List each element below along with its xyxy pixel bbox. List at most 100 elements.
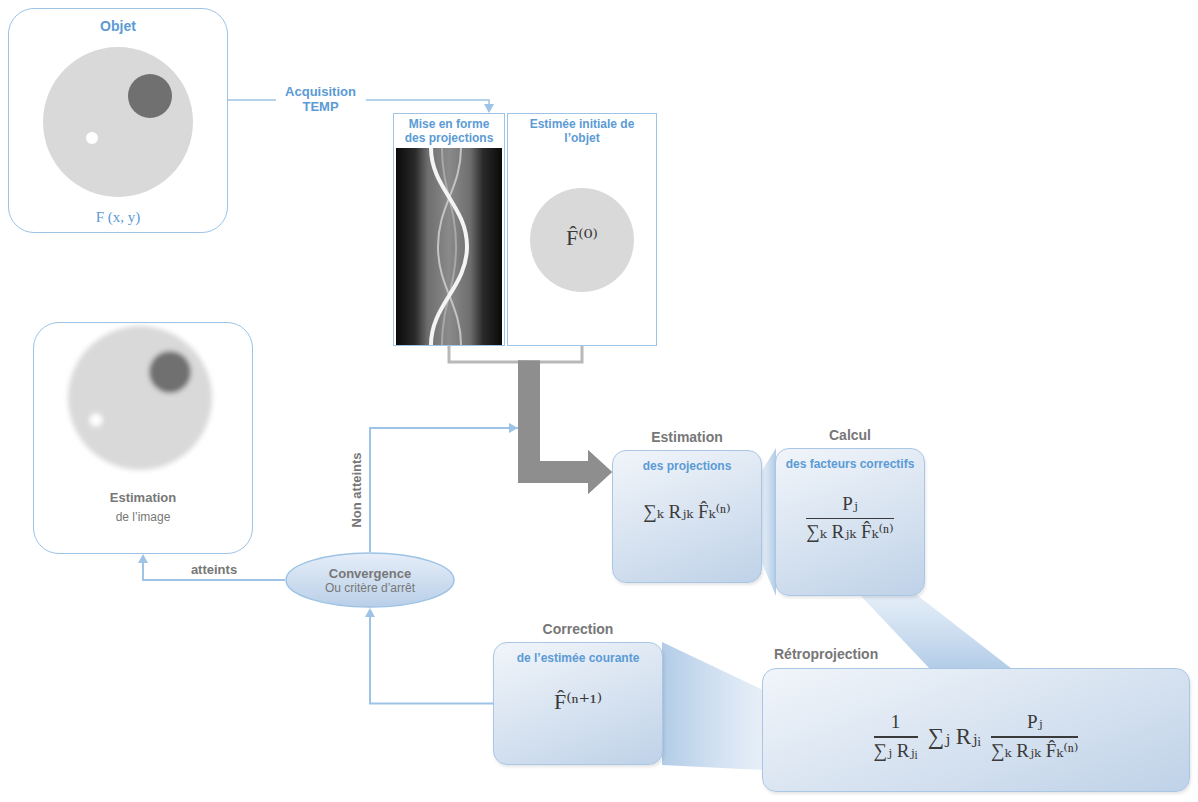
connector-line <box>370 428 610 552</box>
connector <box>761 448 776 596</box>
edge-label-holder: Non atteints <box>347 449 365 530</box>
zoom-fade <box>662 642 763 770</box>
text-slot: 1 ∑ⱼ Rⱼᵢ ∑ⱼ Rⱼᵢ Pⱼ ∑ₖ Rⱼₖ F̂ₖ⁽ⁿ⁾ <box>763 689 1189 785</box>
process-box: Correctionde l’estimée couranteF̂⁽ⁿ⁺¹⁾ <box>493 642 663 765</box>
connector <box>529 346 612 494</box>
arrowhead <box>138 554 148 563</box>
fraction: Pⱼ ∑ₖ Rⱼₖ F̂ₖ⁽ⁿ⁾ <box>806 493 893 544</box>
step-heading: Rétroprojection <box>771 646 881 662</box>
text-slot: F̂⁽⁰⁾ <box>508 225 656 251</box>
arrowhead <box>484 104 494 113</box>
text-slot: Mise en forme des projections <box>394 118 504 146</box>
image-cold-region <box>90 414 103 427</box>
step-subheading: des facteurs correctifs <box>786 458 915 472</box>
formula-denominator: ∑ₖ Rⱼₖ F̂ₖ⁽ⁿ⁾ <box>806 521 893 544</box>
text-slot: Rétroprojection <box>771 645 881 663</box>
main-flow-arrow <box>529 361 590 473</box>
step-heading: Correction <box>540 621 617 637</box>
ellipse-shape <box>286 553 454 607</box>
text-slot: ∑ₖ Rⱼₖ F̂ₖ⁽ⁿ⁾ <box>613 501 761 524</box>
panel-title: Objet <box>100 18 136 34</box>
text-slot: ConvergenceOu critère d’arrêt <box>285 552 455 608</box>
connector <box>370 423 610 552</box>
phantom-disc <box>43 47 193 197</box>
process-box: Calculdes facteurs correctifsPⱼ∑ₖ Rⱼₖ F̂… <box>775 448 925 596</box>
text-slot: Estimée initiale de l’objet <box>508 118 656 146</box>
panel-title: Estimation <box>110 490 176 505</box>
formula-numerator: Pⱼ <box>842 493 858 516</box>
sinogram-trace <box>438 148 461 345</box>
text-slot: Correction <box>494 620 662 638</box>
text-slot: Objet <box>9 17 227 35</box>
fraction-bar <box>806 518 893 520</box>
image-hot-region <box>149 351 191 393</box>
initial-estimate-panel: Estimée initiale de l’objetF̂⁽⁰⁾ <box>507 113 657 346</box>
step-subheading: des projections <box>643 460 732 474</box>
bracket-line <box>449 346 529 362</box>
process-box: Rétroprojection1∑ⱼ Rⱼᵢ∑ⱼ RⱼᵢPⱼ∑ₖ Rⱼₖ F̂ₖ… <box>762 668 1190 792</box>
decision-subtitle: Ou critère d’arrêt <box>325 581 415 595</box>
arrowhead <box>509 423 518 433</box>
object-phantom <box>43 47 193 197</box>
arrowhead <box>365 608 375 617</box>
formula: F̂⁽ⁿ⁺¹⁾ <box>554 689 602 715</box>
formula: ∑ₖ Rⱼₖ F̂ₖ⁽ⁿ⁾ <box>643 501 730 524</box>
arrowhead <box>588 450 612 494</box>
connector <box>138 554 285 580</box>
edge-label-holder: atteints <box>188 560 240 578</box>
result-panel: Estimation de l’image <box>33 322 253 554</box>
text-slot: Pⱼ ∑ₖ Rⱼₖ F̂ₖ⁽ⁿ⁾ <box>776 493 924 544</box>
text-slot: de l’image <box>34 507 252 525</box>
formula-denominator: ∑ₖ Rⱼₖ F̂ₖ⁽ⁿ⁾ <box>991 740 1078 763</box>
zoom-fade <box>761 448 776 596</box>
panel-title: Estimée initiale de l’objet <box>511 118 653 146</box>
initial-estimate-disc <box>530 188 634 292</box>
text-slot: Calcul <box>776 426 924 444</box>
formula-numerator: 1 <box>891 711 901 734</box>
phantom-hot-region <box>128 74 172 118</box>
zoom-fade <box>860 595 1012 669</box>
sinogram-bright-trace <box>431 148 467 345</box>
connector <box>365 608 493 704</box>
decision-title: Convergence <box>329 566 411 581</box>
function-label: F (x, y) <box>96 209 141 226</box>
fraction: 1 ∑ⱼ Rⱼᵢ <box>874 711 918 762</box>
text-slot: de l’estimée courante <box>494 648 662 666</box>
connector-line <box>370 614 493 704</box>
formula-numerator: Pⱼ <box>1027 711 1043 734</box>
phantom-cold-region <box>86 132 98 144</box>
edge-label: Acquisition TEMP <box>276 85 366 115</box>
main-flow-arrow <box>529 361 590 473</box>
formula-denominator: ∑ⱼ Rⱼᵢ <box>874 740 918 763</box>
text-slot: F̂⁽ⁿ⁺¹⁾ <box>494 689 662 715</box>
text-slot: Estimation <box>34 488 252 506</box>
edge-label-holder: Acquisition TEMP <box>276 85 366 115</box>
projection-panel: Mise en forme des projections <box>393 113 505 346</box>
sinogram <box>396 148 502 345</box>
step-heading: Estimation <box>648 429 726 445</box>
sinogram-trace <box>442 148 456 345</box>
image-disc <box>68 326 212 470</box>
panel-subtitle: de l’image <box>116 510 171 524</box>
text-slot: des projections <box>613 456 761 474</box>
text-slot: F (x, y) <box>9 208 227 226</box>
edge-label: Non atteints <box>349 449 364 530</box>
step-heading: Calcul <box>826 427 874 443</box>
connector <box>860 595 1012 669</box>
text-slot: des facteurs correctifs <box>776 454 924 472</box>
object-panel: Objet F (x, y) <box>8 8 228 233</box>
connector <box>662 642 763 770</box>
bracket-line <box>529 346 582 362</box>
text-slot: Estimation <box>613 428 761 446</box>
arrowhead <box>588 450 612 494</box>
formula: F̂⁽⁰⁾ <box>566 225 598 251</box>
formula: ∑ⱼ Rⱼᵢ <box>928 723 981 751</box>
fraction-bar <box>874 736 918 738</box>
connector <box>449 346 612 494</box>
step-subheading: de l’estimée courante <box>517 652 640 666</box>
connector-line <box>143 560 285 580</box>
process-box: Estimationdes projections∑ₖ Rⱼₖ F̂ₖ⁽ⁿ⁾ <box>612 450 762 583</box>
edge-label: atteints <box>188 562 240 577</box>
